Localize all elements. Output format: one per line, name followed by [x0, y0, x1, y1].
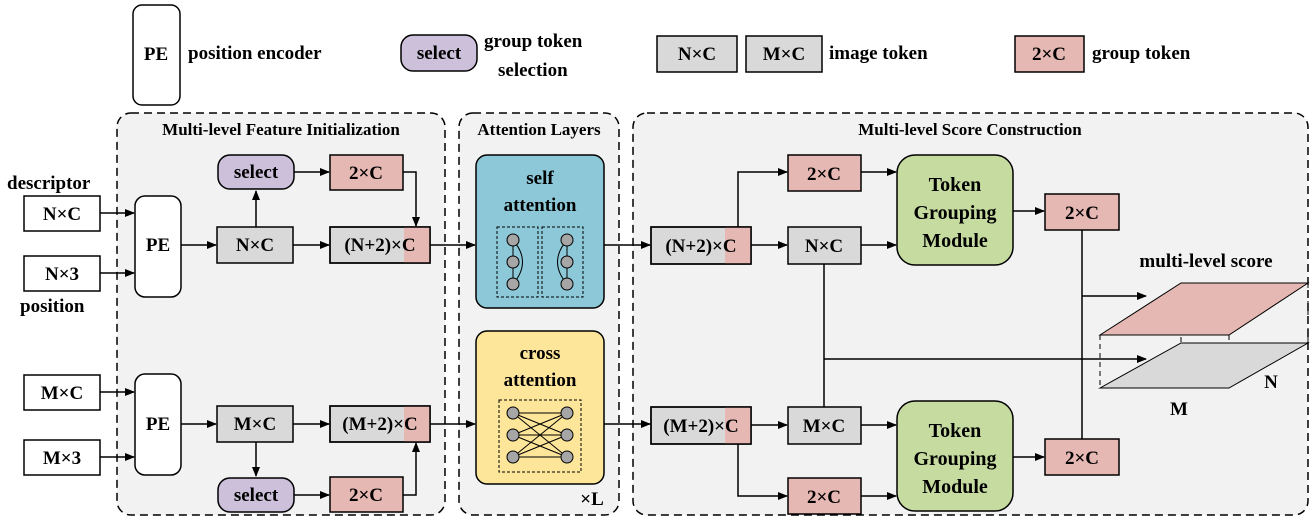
legend-group-token-label: 2×C: [1032, 44, 1066, 65]
self-attention-box: [475, 154, 605, 309]
cross-attention-title-1: cross: [520, 343, 561, 364]
tgm-top: [896, 154, 1014, 266]
descriptor-label: descriptor: [7, 173, 91, 194]
m-tokens-init: [216, 405, 294, 443]
self-attention-title-1: self: [526, 168, 554, 189]
tgm-top-line1: Token: [929, 174, 982, 196]
score-cuboid: [1098, 282, 1310, 389]
group-token-score-out-bottom-label: 2×C: [1065, 448, 1099, 469]
panels: Multi-level Feature Initialization Atten…: [116, 112, 1309, 516]
select-label-top: select: [234, 162, 279, 183]
legend-select-symbol: select: [417, 43, 462, 64]
legend: PE position encoder select group token s…: [132, 4, 1191, 106]
legend-image-token-a: [656, 35, 738, 73]
cross-attention-graph-icon: [498, 399, 582, 473]
legend-image-token-text: image token: [829, 43, 928, 64]
connectors: [100, 168, 1147, 500]
dim-m-label: M: [1170, 399, 1188, 420]
group-token-score-out-top: [1044, 193, 1120, 231]
group-token-score-bottom: [787, 477, 862, 515]
m-concat-init-group-part: [404, 406, 430, 442]
legend-pe-box: [132, 4, 181, 106]
attention-panel-title: Attention Layers: [477, 120, 601, 139]
select-label-bottom: select: [234, 485, 279, 506]
legend-image-token-b: [745, 35, 823, 73]
legend-image-token-b-label: M×C: [763, 44, 805, 65]
m-position-label: M×3: [43, 448, 81, 469]
legend-image-token-a-label: N×C: [678, 44, 716, 65]
m-concat-score-label: (M+2)×C: [663, 416, 738, 437]
dim-n-label: N: [1264, 372, 1278, 393]
group-token-score-top: [787, 154, 862, 192]
m-descriptor-label: M×C: [41, 383, 83, 404]
group-token-init-bottom-label: 2×C: [349, 485, 383, 506]
group-token-score-out-top-label: 2×C: [1065, 203, 1099, 224]
cross-attention-title-2: attention: [504, 370, 577, 391]
tgm-bottom-line1: Token: [929, 420, 982, 442]
legend-group-token-text: group token: [1092, 43, 1191, 64]
group-token-init-bottom: [329, 476, 404, 513]
m-descriptor-box: [23, 374, 101, 411]
position-label: position: [20, 296, 85, 317]
tgm-bottom-line3: Module: [922, 476, 988, 498]
score-panel-title: Multi-level Score Construction: [858, 120, 1082, 139]
attention-section: self attention cross attention: [475, 154, 605, 510]
pe-label-n: PE: [146, 235, 170, 256]
score-label: multi-level score: [1139, 251, 1272, 272]
group-token-score-bottom-label: 2×C: [807, 487, 841, 508]
tgm-bottom-line2: Grouping: [914, 448, 997, 470]
legend-select-box: [400, 34, 478, 72]
tgm-top-line2: Grouping: [914, 202, 997, 224]
self-attention-title-2: attention: [504, 195, 577, 216]
legend-select-text-2: selection: [498, 60, 568, 81]
n-concat-score-label: (N+2)×C: [665, 236, 736, 257]
legend-pe-text: position encoder: [188, 43, 322, 64]
n-position-box: [23, 255, 101, 292]
group-token-score-out-bottom: [1044, 438, 1120, 476]
m-concat-init-label: (M+2)×C: [342, 414, 417, 435]
n-concat-init-label: (N+2)×C: [344, 235, 415, 256]
score-bottom-layer: [1098, 342, 1310, 389]
repeat-label: ×L: [580, 489, 604, 510]
group-token-score-top-label: 2×C: [807, 164, 841, 185]
n-tokens-init-label: N×C: [236, 235, 274, 256]
n-tokens-init: [216, 226, 294, 264]
pe-box-n: [134, 195, 182, 298]
self-attention-graph-icon: [496, 226, 584, 298]
score-section: (N+2)×C 2×C N×C Token Grouping Module 2×…: [650, 154, 1310, 515]
tgm-top-line3: Module: [922, 230, 988, 252]
n-descriptor-box: [23, 195, 101, 232]
legend-pe-symbol: PE: [144, 44, 168, 65]
m-tokens-init-label: M×C: [234, 414, 276, 435]
n-position-label: N×3: [45, 264, 79, 285]
m-tokens-score: [787, 406, 862, 445]
pe-label-m: PE: [146, 414, 170, 435]
n-descriptor-label: N×C: [43, 204, 81, 225]
init-panel-title: Multi-level Feature Initialization: [162, 120, 400, 139]
n-tokens-score-label: N×C: [805, 236, 843, 257]
inputs: descriptor N×C N×3 position M×C M×3: [7, 173, 101, 476]
n-concat-init-group-part: [404, 227, 430, 263]
group-token-init-top-label: 2×C: [349, 163, 383, 184]
score-top-layer: [1098, 282, 1310, 336]
legend-group-token: [1014, 35, 1085, 73]
legend-select-text-1: group token: [484, 31, 583, 52]
cross-attention-box: [475, 330, 605, 485]
m-tokens-score-label: M×C: [803, 416, 845, 437]
init-section: PE PE select 2×C N×C (N+2)×C M×C (M+2)×C…: [134, 154, 431, 513]
tgm-bottom: [896, 400, 1014, 512]
